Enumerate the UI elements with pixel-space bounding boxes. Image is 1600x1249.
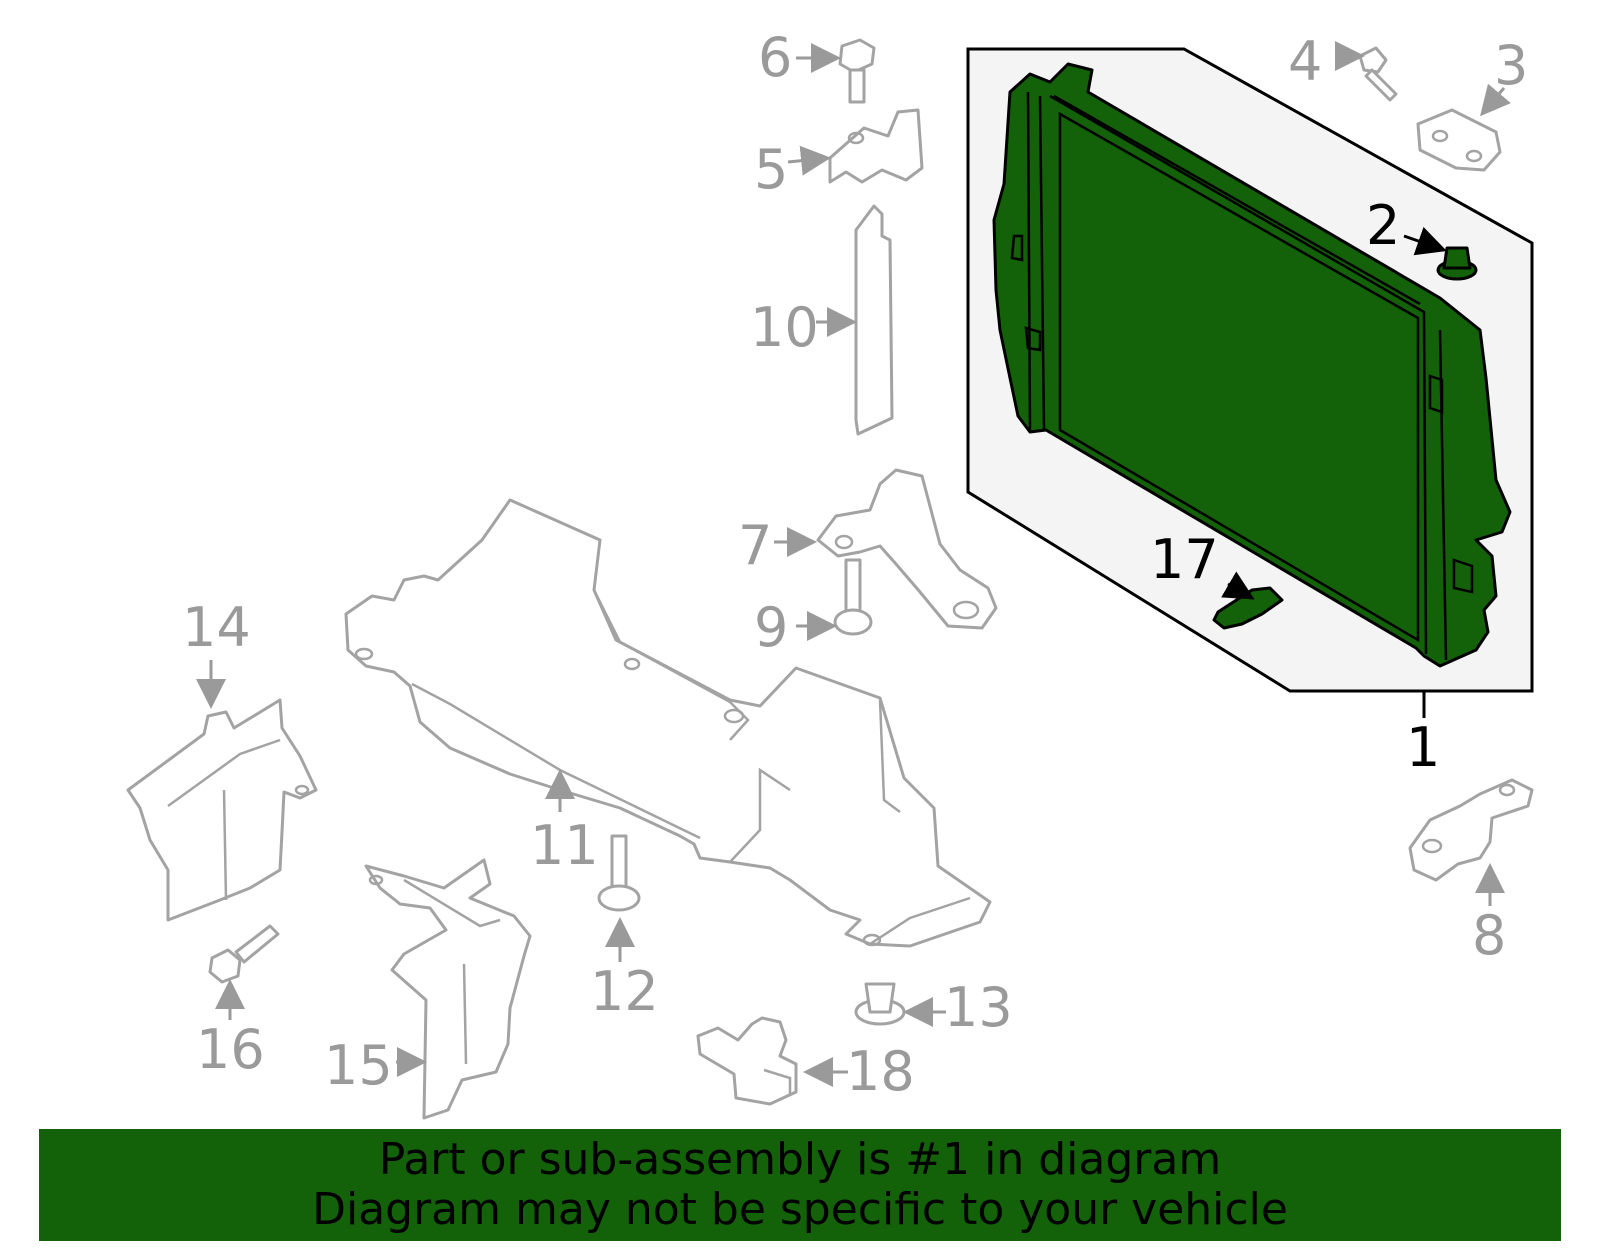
- mount-bracket[interactable]: [1416, 108, 1502, 172]
- callout-4: 4: [1288, 30, 1322, 93]
- callout-15: 15: [324, 1034, 393, 1097]
- leader-lines: [196, 41, 1511, 1087]
- callout-labels: 1 2 3 4 5 6 7 8 9 10 11 12 13 14 15 16 1…: [182, 26, 1528, 1103]
- callout-5: 5: [754, 138, 788, 201]
- callout-6: 6: [758, 26, 792, 89]
- radiator[interactable]: [992, 62, 1512, 668]
- info-banner: Part or sub-assembly is #1 in diagram Di…: [39, 1129, 1561, 1241]
- bracket-7[interactable]: [816, 468, 998, 630]
- bolt-6[interactable]: [838, 38, 876, 104]
- callout-10: 10: [750, 296, 819, 359]
- callout-1: 1: [1406, 716, 1440, 779]
- callout-12: 12: [590, 960, 659, 1023]
- lower-air-deflector[interactable]: [344, 498, 992, 948]
- bolt-4[interactable]: [1358, 46, 1398, 102]
- sensor-18[interactable]: [696, 1016, 798, 1106]
- callout-9: 9: [754, 596, 788, 659]
- callout-8: 8: [1472, 904, 1506, 967]
- air-guide-left[interactable]: [126, 698, 318, 922]
- clip-nut-13[interactable]: [854, 982, 906, 1026]
- bracket-5[interactable]: [828, 108, 924, 184]
- banner-line-2: Diagram may not be specific to your vehi…: [312, 1184, 1288, 1235]
- callout-2: 2: [1366, 194, 1400, 257]
- callout-11: 11: [530, 814, 599, 877]
- callout-17: 17: [1150, 528, 1219, 591]
- seal-strip[interactable]: [854, 204, 894, 436]
- callout-14: 14: [182, 596, 251, 659]
- callout-3: 3: [1494, 34, 1528, 97]
- callout-7: 7: [738, 514, 772, 577]
- callout-13: 13: [944, 976, 1013, 1039]
- drain-plug[interactable]: [1212, 586, 1284, 630]
- bolt-9[interactable]: [833, 558, 873, 636]
- bolt-16[interactable]: [208, 924, 280, 984]
- banner-line-1: Part or sub-assembly is #1 in diagram: [378, 1134, 1222, 1185]
- air-guide-right[interactable]: [364, 858, 532, 1120]
- bracket-8[interactable]: [1408, 778, 1534, 882]
- radiator-cap[interactable]: [1436, 246, 1478, 281]
- bolt-12[interactable]: [597, 834, 641, 912]
- callout-16: 16: [196, 1018, 265, 1081]
- callout-18: 18: [846, 1040, 915, 1103]
